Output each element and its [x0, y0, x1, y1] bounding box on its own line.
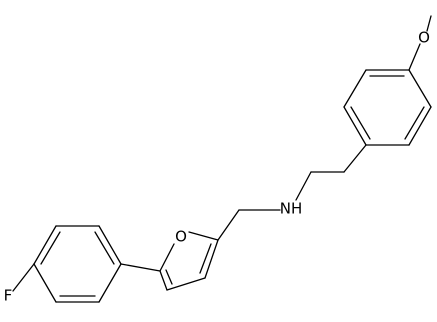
ring-bond-inner [350, 106, 371, 140]
atom-oxygen-furan: O [175, 228, 187, 246]
bond-methyl-o [426, 15, 432, 32]
ring-bond-inner [94, 231, 115, 265]
furan-ring [159, 231, 219, 291]
ring-bond [33, 225, 57, 265]
ring-bond-inner [404, 106, 425, 140]
bond-c-f [12, 263, 35, 292]
atom-oxygen-methoxy: O [418, 29, 430, 47]
bond-furan-aryl [120, 263, 161, 272]
ring-bond [166, 277, 206, 291]
ring-bond [159, 270, 168, 291]
fluorophenyl-ring [33, 225, 122, 303]
ring-bond [33, 263, 57, 303]
ring-bond [408, 69, 432, 108]
methoxyphenyl-ring [343, 69, 432, 146]
bond-ch2-n [295, 171, 312, 201]
bond-ch2-furan [217, 209, 240, 241]
atom-fluorine: F [4, 287, 13, 305]
atom-nitrogen-amine: NH [280, 200, 303, 218]
ring-bond-inner [165, 269, 173, 285]
ring-bond [343, 106, 367, 146]
ring-bond [98, 225, 122, 265]
ring-bond [188, 231, 219, 241]
ring-bond-inner [199, 243, 212, 274]
ring-bond [98, 263, 122, 303]
ring-bond [159, 243, 175, 272]
ring-bond [408, 106, 432, 146]
ring-bond [343, 69, 367, 108]
bond-aryl-ch2 [343, 144, 367, 173]
ring-bond-inner [40, 231, 61, 265]
bond-o-aryl [408, 43, 421, 71]
ring-bond [204, 239, 219, 279]
